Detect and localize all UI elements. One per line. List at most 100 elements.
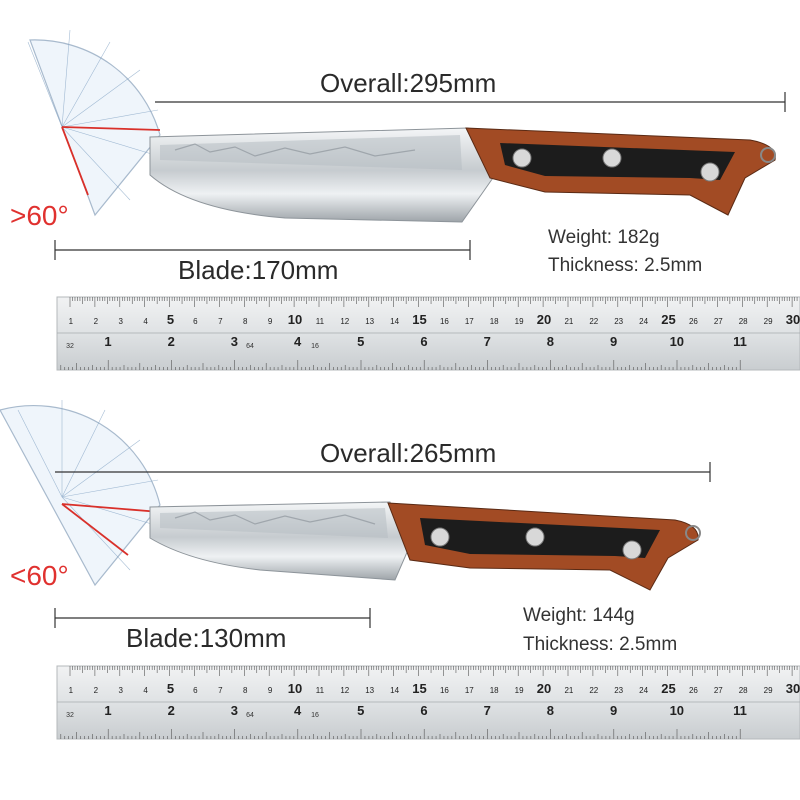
ruler-cm-label: 24 xyxy=(639,686,648,695)
thickness-label: Thickness: 2.5mm xyxy=(548,255,703,276)
ruler-cm-label: 8 xyxy=(243,686,248,695)
ruler-cm-label: 21 xyxy=(564,317,573,326)
ruler-cm-label: 12 xyxy=(340,686,349,695)
angle-label: <60° xyxy=(10,560,69,591)
ruler-cm-label: 23 xyxy=(614,317,623,326)
ruler-cm-label: 20 xyxy=(537,681,551,696)
ruler-cm-label: 5 xyxy=(167,312,174,327)
ruler-inch-label: 8 xyxy=(547,703,554,718)
ruler-cm-label: 10 xyxy=(288,681,302,696)
overall-length-label: Overall:265mm xyxy=(320,438,497,468)
ruler-inch-label: 1 xyxy=(104,703,111,718)
ruler-fraction-label: 64 xyxy=(246,712,254,719)
overall-length-label: Overall:295mm xyxy=(320,68,497,98)
ruler-cm-label: 1 xyxy=(69,317,74,326)
ruler-cm-label: 19 xyxy=(515,317,524,326)
blade xyxy=(149,127,496,223)
blade-length-label: Blade:130mm xyxy=(126,623,287,653)
ruler-cm-label: 2 xyxy=(94,317,99,326)
ruler-inch-label: 5 xyxy=(357,334,364,349)
ruler-fraction-label: 32 xyxy=(66,712,74,719)
ruler-cm-label: 30 xyxy=(786,312,800,327)
ruler-inch-label: 2 xyxy=(168,703,175,718)
blade-length-label: Blade:170mm xyxy=(178,255,339,285)
ruler-cm-label: 16 xyxy=(440,317,449,326)
ruler-cm-label: 7 xyxy=(218,686,223,695)
ruler-inch-label: 3 xyxy=(231,703,238,718)
ruler-inch-label: 11 xyxy=(733,703,747,718)
protractor xyxy=(0,400,161,587)
weight-label: Weight: 144g xyxy=(523,605,635,626)
angle-label: >60° xyxy=(10,200,69,231)
ruler-cm-label: 28 xyxy=(739,686,748,695)
ruler-inch-label: 9 xyxy=(610,334,617,349)
ruler-inch-label: 10 xyxy=(670,334,684,349)
ruler-fraction-label: 32 xyxy=(66,343,74,350)
weight-label: Weight: 182g xyxy=(548,227,660,248)
ruler-inch-label: 7 xyxy=(484,334,491,349)
ruler-inch-label: 4 xyxy=(294,703,302,718)
ruler-inch-label: 10 xyxy=(670,703,684,718)
handle xyxy=(387,502,701,591)
ruler-inch-label: 4 xyxy=(294,334,302,349)
ruler-fraction-label: 16 xyxy=(311,712,319,719)
ruler-inch-label: 1 xyxy=(104,334,111,349)
ruler-cm-label: 13 xyxy=(365,686,374,695)
ruler-cm-label: 19 xyxy=(515,686,524,695)
ruler-cm-label: 30 xyxy=(786,681,800,696)
ruler-cm-label: 10 xyxy=(288,312,302,327)
ruler-cm-label: 27 xyxy=(714,317,723,326)
ruler-cm-label: 4 xyxy=(143,686,148,695)
ruler-fraction-label: 16 xyxy=(311,343,319,350)
ruler-cm-label: 12 xyxy=(340,317,349,326)
ruler-cm-label: 8 xyxy=(243,317,248,326)
ruler-inch-label: 3 xyxy=(231,334,238,349)
ruler-cm-label: 11 xyxy=(316,686,325,695)
ruler-inch-label: 6 xyxy=(420,703,427,718)
blade xyxy=(149,501,409,581)
ruler-cm-label: 27 xyxy=(714,686,723,695)
ruler-inch-label: 6 xyxy=(420,334,427,349)
ruler-cm-label: 26 xyxy=(689,317,698,326)
ruler-cm-label: 9 xyxy=(268,686,273,695)
ruler-cm-label: 2 xyxy=(94,686,99,695)
ruler-inch-label: 2 xyxy=(168,334,175,349)
ruler-cm-label: 17 xyxy=(465,317,474,326)
handle xyxy=(465,127,776,216)
ruler-cm-label: 7 xyxy=(218,317,223,326)
ruler-cm-label: 14 xyxy=(390,686,399,695)
ruler-inch-label: 5 xyxy=(357,703,364,718)
ruler-cm-label: 23 xyxy=(614,686,623,695)
ruler-inch-label: 7 xyxy=(484,703,491,718)
ruler-cm-label: 14 xyxy=(390,317,399,326)
ruler-cm-label: 15 xyxy=(412,681,426,696)
ruler-cm-label: 5 xyxy=(167,681,174,696)
ruler-inch-label: 9 xyxy=(610,703,617,718)
ruler-fraction-label: 64 xyxy=(246,343,254,350)
thickness-label: Thickness: 2.5mm xyxy=(523,634,678,655)
ruler-cm-label: 25 xyxy=(661,681,675,696)
ruler-cm-label: 15 xyxy=(412,312,426,327)
ruler-cm-label: 28 xyxy=(739,317,748,326)
ruler-cm-label: 29 xyxy=(764,686,773,695)
ruler-cm-label: 17 xyxy=(465,686,474,695)
ruler-cm-label: 18 xyxy=(490,317,499,326)
ruler-cm-label: 6 xyxy=(193,317,198,326)
ruler-cm-label: 29 xyxy=(764,317,773,326)
ruler-cm-label: 21 xyxy=(564,686,573,695)
ruler-cm-label: 3 xyxy=(118,317,123,326)
ruler-cm-label: 1 xyxy=(69,686,74,695)
ruler-cm-label: 13 xyxy=(365,317,374,326)
ruler-cm-label: 18 xyxy=(490,686,499,695)
ruler-cm-label: 25 xyxy=(661,312,675,327)
ruler-cm-label: 11 xyxy=(316,317,325,326)
ruler-inch-label: 11 xyxy=(733,334,747,349)
ruler-cm-label: 22 xyxy=(589,317,598,326)
ruler-cm-label: 4 xyxy=(143,317,148,326)
